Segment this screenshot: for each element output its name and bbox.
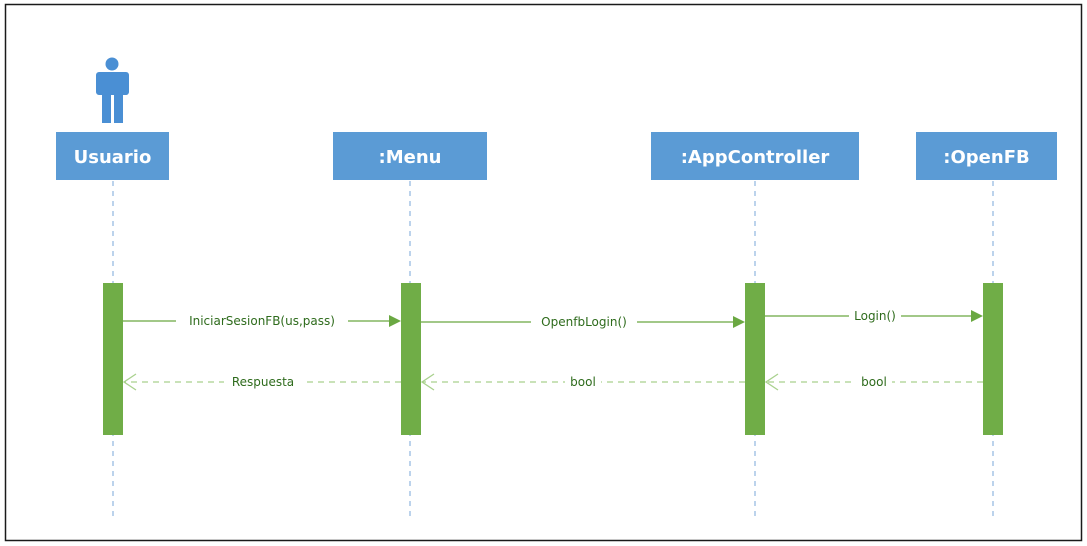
lifeline-header-menu: :Menu (333, 132, 487, 180)
message-login: Login() (765, 308, 983, 323)
diagram-frame (4, 3, 1083, 542)
return-bool-appcontroller: bool (764, 373, 983, 391)
message-label: IniciarSesionFB(us,pass) (189, 314, 335, 328)
lifeline-header-openfb: :OpenFB (916, 132, 1057, 180)
message-iniciarsesionfb: IniciarSesionFB(us,pass) (123, 313, 401, 328)
lifeline-header-appcontroller: :AppController (651, 132, 859, 180)
activation-openfb (983, 283, 1003, 435)
message-label: bool (861, 375, 887, 389)
return-respuesta: Respuesta (122, 373, 401, 391)
actor-icon (96, 57, 129, 123)
lifeline-title-menu: :Menu (379, 147, 442, 168)
activation-appcontroller (745, 283, 765, 435)
lifeline-header-usuario: Usuario (56, 132, 169, 180)
return-bool-menu: bool (420, 373, 745, 391)
message-label: Login() (854, 309, 896, 323)
message-label: bool (570, 375, 596, 389)
activation-usuario (103, 283, 123, 435)
lifeline-title-usuario: Usuario (74, 147, 152, 168)
activation-menu (401, 283, 421, 435)
message-label: Respuesta (232, 375, 294, 389)
lifeline-title-appcontroller: :AppController (681, 147, 830, 168)
message-label: OpenfbLogin() (541, 315, 627, 329)
lifeline-title-openfb: :OpenFB (943, 147, 1029, 168)
message-openfblogin: OpenfbLogin() (421, 314, 745, 329)
